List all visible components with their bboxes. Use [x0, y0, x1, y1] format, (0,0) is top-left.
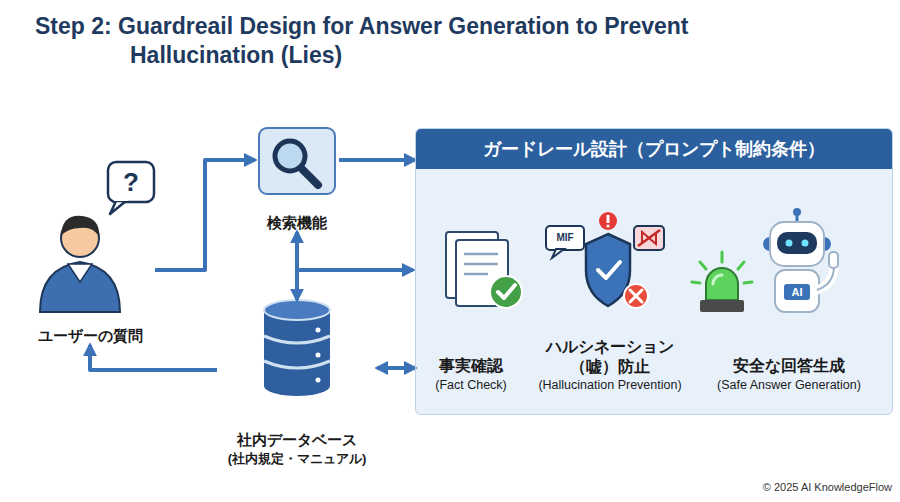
shield-icon: [607, 215, 610, 223]
database-label: 社内データベース: [237, 430, 357, 450]
question-bubble: [108, 162, 154, 202]
panel-ground: [415, 128, 893, 415]
shield-icon: [552, 249, 564, 258]
robot-icon: [829, 252, 838, 268]
signal-lamp-icon: [700, 262, 706, 269]
search-icon: [300, 167, 318, 185]
flow-arrow: [339, 158, 415, 162]
flow-arrow: [377, 366, 415, 370]
bubble-text: MIF: [546, 226, 584, 250]
search-label: 検索機能: [267, 213, 327, 233]
guardrail-panel: 事実確認(Fact Check)ハルシネーション （嘘）防止(Hallucina…: [415, 128, 893, 415]
document-icon: [490, 276, 522, 308]
flow-arrow: [90, 345, 217, 370]
database-icon: [316, 378, 321, 383]
feature-caption: (Safe Answer Generation): [717, 377, 861, 395]
database-caption: (社内規定・マニュアル): [228, 450, 367, 468]
flow-arrow: [155, 160, 255, 270]
feature-label: 事実確認: [439, 356, 503, 377]
shield-icon: [624, 284, 648, 308]
signal-lamp-icon: [738, 262, 744, 269]
robot-icon: [777, 232, 817, 254]
panel-heading: ガードレール設計（プロンプト制約条件）: [416, 129, 892, 169]
database-icon: [316, 353, 321, 358]
shield-icon: [546, 226, 584, 250]
document-icon: [464, 273, 488, 276]
robot-icon: [817, 266, 834, 290]
user-icon: [61, 216, 99, 236]
question-bubble: [110, 201, 126, 214]
user-label: ユーザーの質問: [38, 326, 143, 346]
search-icon: [259, 128, 335, 194]
icon-node: 事実確認(Fact Check): [421, 214, 521, 394]
robot-icon: [817, 266, 834, 290]
branch-arrow: [297, 268, 413, 272]
shield-icon: [638, 230, 660, 246]
database-icon: [264, 310, 330, 386]
robot-icon: [802, 240, 809, 247]
shield-icon: [546, 212, 664, 308]
document-icon: [464, 253, 498, 256]
shield-icon: [599, 212, 617, 230]
feature-caption: (Hallucination Prevention): [538, 377, 681, 395]
question-mark: ?: [108, 162, 154, 202]
robot-icon: [775, 270, 819, 312]
user-icon: [40, 216, 120, 312]
feature-label: ハルシネーション （嘘）防止: [542, 337, 678, 377]
database-icon: [316, 328, 321, 333]
robot-icon: [784, 284, 810, 300]
icon-node: 社内データベース(社内規定・マニュアル): [217, 300, 377, 468]
user-icon: [68, 264, 92, 282]
signal-lamp-icon: [713, 275, 722, 284]
flow-arrow: [295, 232, 299, 300]
database-icon: [264, 376, 330, 396]
signal-lamp-icon: [721, 252, 724, 262]
diagram-title: Step 2: Guardreail Design for Answer Gen…: [35, 12, 835, 71]
signal-lamp-icon: [706, 268, 738, 300]
document-icon: [464, 263, 498, 266]
user-icon: [40, 262, 120, 312]
database-icon: [264, 300, 330, 320]
signal-lamp-icon: [744, 282, 752, 283]
robot-icon: [793, 208, 801, 216]
feature-label: 安全な回答生成: [733, 356, 845, 377]
shield-icon: [634, 226, 664, 250]
copyright-note: © 2025 AI KnowledgeFlow: [700, 478, 892, 496]
document-icon: [446, 232, 522, 308]
robot-badge: AI: [784, 284, 810, 300]
icon-node: ハルシネーション （嘘）防止(Hallucination Prevention): [523, 214, 697, 394]
robot-icon: [786, 240, 793, 247]
feature-caption: (Fact Check): [435, 377, 507, 395]
icon-node: 安全な回答生成(Safe Answer Generation): [699, 214, 879, 394]
robot-icon: [763, 208, 838, 312]
question-bubble: [108, 162, 154, 214]
shield-icon: [598, 262, 620, 278]
shield-icon: [606, 224, 609, 227]
document-icon: [498, 285, 515, 298]
question-bubble: [114, 198, 128, 201]
icon-node: ユーザーの質問: [25, 215, 155, 345]
database-icon: [264, 336, 330, 343]
shield-icon: [630, 290, 642, 302]
database-icon: [264, 361, 330, 368]
signal-lamp-icon: [692, 252, 752, 312]
search-icon: [259, 128, 335, 194]
search-icon: [275, 141, 305, 171]
signal-lamp-icon: [692, 282, 700, 283]
signal-lamp-icon: [700, 300, 744, 312]
robot-icon: [770, 222, 824, 266]
database-icon: [264, 300, 330, 396]
icon-node: 検索機能: [255, 128, 339, 232]
